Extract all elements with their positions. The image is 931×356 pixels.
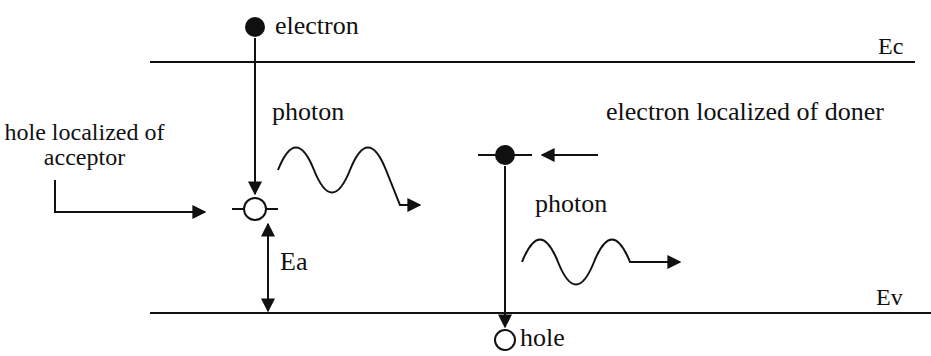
level-label: hole localized of acceptor <box>2 120 167 170</box>
energy-arrow <box>267 224 269 311</box>
valence-band-edge <box>150 312 931 314</box>
energy-label: Ea <box>280 248 307 275</box>
transition-arrow <box>504 166 506 327</box>
photon-wave <box>522 240 680 285</box>
level-label: electron localized of doner <box>600 98 890 125</box>
leader-line <box>55 180 205 212</box>
hole-circle <box>244 198 266 220</box>
conduction-band-edge <box>150 61 915 63</box>
hole-circle <box>495 330 515 350</box>
band-label: Ec <box>878 34 903 59</box>
particle-label: electron <box>275 12 359 39</box>
particle-label: hole <box>520 324 565 351</box>
leader-line <box>542 154 598 156</box>
electron-dot <box>495 145 515 165</box>
electron-dot <box>245 17 265 37</box>
photon-label: photon <box>272 98 344 125</box>
photon-wave <box>278 148 420 206</box>
band-label: Ev <box>876 285 903 310</box>
photon-label: photon <box>535 190 607 217</box>
transition-arrow <box>254 38 256 194</box>
